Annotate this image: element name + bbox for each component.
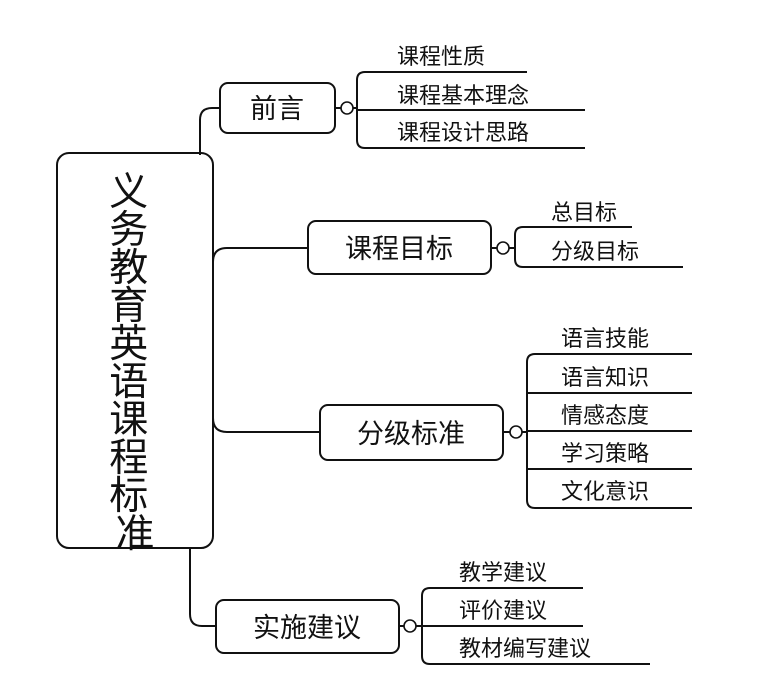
leaf-label: 课程性质 — [397, 45, 485, 70]
children-bracket — [353, 71, 380, 149]
branch-label: 分级标准 — [357, 419, 465, 450]
children-bracket — [416, 587, 440, 665]
root-char: 义 — [109, 170, 148, 215]
collapse-toggle-icon[interactable] — [340, 101, 354, 115]
leaf-label: 文化意识 — [561, 480, 649, 505]
connector-root-branch-3 — [212, 417, 320, 433]
branch-label: 前言 — [250, 94, 304, 125]
children-bracket — [522, 353, 545, 509]
collapse-toggle-icon[interactable] — [509, 425, 523, 439]
leaf-label: 教学建议 — [459, 561, 547, 586]
branch-standards: 分级标准 语言技能 语言知识 情感态度 学习策略 文化意识 — [319, 327, 692, 509]
root-char: 务 — [109, 208, 148, 253]
collapse-toggle-icon[interactable] — [403, 619, 417, 633]
branch-label: 课程目标 — [345, 234, 453, 265]
leaf-label: 评价建议 — [459, 599, 547, 624]
connector-root-branch-2 — [212, 247, 308, 263]
root-char: 准 — [115, 512, 154, 557]
leaf-label: 情感态度 — [561, 404, 649, 429]
leaf-label: 语言知识 — [561, 366, 649, 391]
connector-root-branch-1 — [199, 107, 220, 155]
branch-implementation: 实施建议 教学建议 评价建议 教材编写建议 — [215, 561, 650, 665]
children-bracket — [509, 226, 535, 268]
root-char: 语 — [109, 360, 148, 405]
root-char: 程 — [109, 436, 148, 481]
branch-goals: 课程目标 总目标 分级目标 — [307, 201, 683, 275]
root-char: 教 — [109, 246, 148, 291]
leaf-label: 总目标 — [551, 201, 617, 226]
leaf-label: 语言技能 — [561, 327, 649, 352]
root-char: 标 — [109, 474, 148, 519]
leaf-label: 课程设计思路 — [397, 121, 529, 146]
leaf-label: 分级目标 — [551, 240, 639, 265]
root-title: 义 务 教 育 英 语 课 程 标 准 — [109, 170, 160, 557]
root-node: 义 务 教 育 英 语 课 程 标 准 — [56, 152, 214, 557]
root-char: 英 — [109, 322, 148, 367]
root-char: 课 — [109, 398, 148, 443]
collapse-toggle-icon[interactable] — [496, 241, 510, 255]
root-char: 育 — [109, 284, 148, 329]
connector-root-branch-4 — [189, 548, 216, 627]
branch-preface: 前言 课程性质 课程基本理念 课程设计思路 — [219, 45, 585, 149]
leaf-label: 学习策略 — [561, 442, 649, 467]
branch-label: 实施建议 — [253, 613, 361, 644]
leaf-label: 教材编写建议 — [459, 637, 591, 662]
leaf-label: 课程基本理念 — [397, 84, 529, 109]
